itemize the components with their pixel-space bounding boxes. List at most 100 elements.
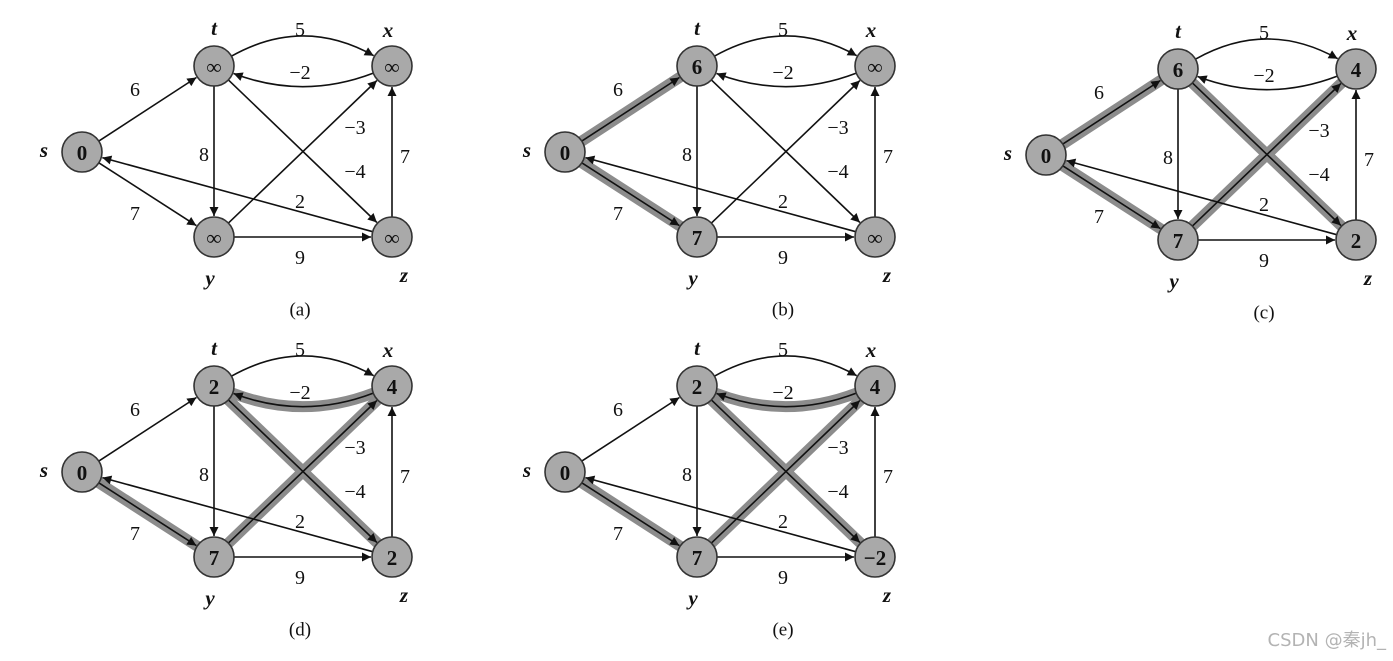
edge-e-s-to-y	[581, 482, 680, 547]
weight-b-t-to-z: −4	[827, 161, 848, 183]
node-value-c-z: 2	[1351, 229, 1362, 253]
node-a-y	[193, 216, 235, 258]
node-label-b-t: t	[694, 16, 701, 40]
node-value-b-z: ∞	[868, 226, 883, 250]
node-value-c-x: 4	[1351, 58, 1362, 82]
node-label-c-y: y	[1166, 269, 1179, 293]
node-a-t	[193, 45, 235, 87]
node-label-b-s: s	[522, 138, 531, 162]
caption-c: (c)	[1253, 303, 1274, 324]
caption-e: (e)	[772, 620, 793, 641]
caption-d: (d)	[289, 620, 311, 641]
edge-e-s-to-t	[581, 396, 680, 462]
node-value-b-t: 6	[692, 55, 703, 79]
node-label-c-z: z	[1363, 266, 1373, 290]
node-label-e-t: t	[694, 336, 701, 360]
node-value-a-t: ∞	[207, 55, 222, 79]
weight-a-t-to-x: 5	[295, 19, 305, 41]
node-label-a-z: z	[399, 263, 409, 287]
edge-c-s-to-t	[1062, 79, 1161, 145]
node-label-c-x: x	[1346, 21, 1358, 45]
edge-a-z-to-s	[102, 155, 373, 233]
weight-d-s-to-y: 7	[130, 523, 140, 545]
weight-a-x-to-t: −2	[289, 62, 310, 84]
node-label-d-s: s	[39, 458, 48, 482]
weight-d-t-to-x: 5	[295, 339, 305, 361]
node-label-b-x: x	[865, 18, 877, 42]
node-value-a-s: 0	[77, 141, 88, 165]
weight-e-s-to-y: 7	[613, 523, 623, 545]
node-d-s	[61, 451, 103, 493]
node-value-e-z: −2	[864, 546, 886, 570]
weight-e-z-to-x: 7	[883, 466, 893, 488]
node-value-d-s: 0	[77, 461, 88, 485]
node-d-z	[371, 536, 413, 578]
edge-e-t-to-x	[714, 355, 858, 377]
node-a-s	[61, 131, 103, 173]
node-b-x	[854, 45, 896, 87]
node-value-a-x: ∞	[385, 55, 400, 79]
weight-e-y-to-x: −3	[827, 437, 848, 459]
weight-a-t-to-y: 8	[199, 144, 209, 166]
node-value-b-y: 7	[692, 226, 703, 250]
node-value-e-s: 0	[560, 461, 571, 485]
node-label-c-t: t	[1175, 19, 1182, 43]
edge-d-x-to-t	[233, 392, 374, 408]
edge-d-t-to-x	[231, 355, 375, 377]
weight-a-z-to-x: 7	[400, 146, 410, 168]
weight-a-y-to-z: 9	[295, 247, 305, 269]
node-value-a-y: ∞	[207, 226, 222, 250]
weight-e-t-to-x: 5	[778, 339, 788, 361]
weight-b-t-to-x: 5	[778, 19, 788, 41]
caption-b: (b)	[772, 300, 794, 321]
node-value-a-z: ∞	[385, 226, 400, 250]
node-c-z	[1335, 219, 1377, 261]
node-label-b-y: y	[685, 266, 698, 290]
weight-b-x-to-t: −2	[772, 62, 793, 84]
node-label-e-z: z	[882, 583, 892, 607]
node-b-y	[676, 216, 718, 258]
weight-d-y-to-z: 9	[295, 567, 305, 589]
edge-c-t-to-x	[1195, 38, 1339, 60]
node-label-c-s: s	[1003, 141, 1012, 165]
weight-e-y-to-z: 9	[778, 567, 788, 589]
node-c-y	[1157, 219, 1199, 261]
node-label-d-z: z	[399, 583, 409, 607]
weight-d-t-to-z: −4	[344, 481, 365, 503]
edge-d-s-to-y	[98, 482, 197, 547]
node-value-d-y: 7	[209, 546, 220, 570]
weight-e-t-to-y: 8	[682, 464, 692, 486]
node-c-t	[1157, 48, 1199, 90]
edge-c-z-to-s	[1066, 158, 1337, 236]
node-label-e-s: s	[522, 458, 531, 482]
node-value-d-z: 2	[387, 546, 398, 570]
node-value-d-x: 4	[387, 375, 398, 399]
weight-c-x-to-t: −2	[1253, 65, 1274, 87]
node-d-t	[193, 365, 235, 407]
weight-b-z-to-s: 2	[778, 191, 788, 213]
weight-b-y-to-z: 9	[778, 247, 788, 269]
edge-a-t-to-x	[231, 35, 375, 57]
weight-a-s-to-y: 7	[130, 203, 140, 225]
node-value-b-x: ∞	[868, 55, 883, 79]
node-value-e-x: 4	[870, 375, 881, 399]
weight-d-y-to-x: −3	[344, 437, 365, 459]
weight-c-y-to-z: 9	[1259, 250, 1269, 272]
weight-c-t-to-z: −4	[1308, 164, 1329, 186]
node-value-b-s: 0	[560, 141, 571, 165]
node-c-s	[1025, 134, 1067, 176]
edge-a-x-to-t	[233, 72, 374, 88]
caption-a: (a)	[289, 300, 310, 321]
weight-e-z-to-s: 2	[778, 511, 788, 533]
weight-b-t-to-y: 8	[682, 144, 692, 166]
node-value-c-s: 0	[1041, 144, 1052, 168]
weight-e-s-to-t: 6	[613, 399, 623, 421]
weight-c-z-to-s: 2	[1259, 194, 1269, 216]
edge-b-t-to-x	[714, 35, 858, 57]
node-value-e-t: 2	[692, 375, 703, 399]
node-e-z	[854, 536, 896, 578]
